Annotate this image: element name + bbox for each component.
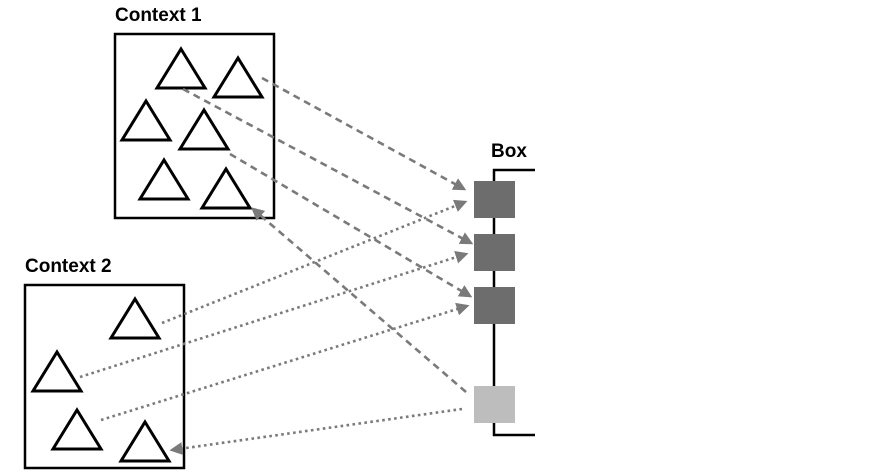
context1-arrows: [182, 76, 474, 393]
context2-group: Context 2: [23, 256, 186, 470]
context1-triangle-5: [137, 157, 191, 201]
box-slot-3: [474, 287, 515, 324]
context2-arrows: [79, 199, 470, 455]
box-slot-4: [474, 386, 515, 423]
box-label: Box: [491, 141, 527, 162]
context1-triangle-2: [211, 55, 265, 99]
box-group: Box: [474, 141, 535, 437]
context2-triangle-4: [118, 419, 172, 463]
arrow-c2-to-slot-1: [161, 199, 468, 325]
arrow-c2-to-slot-2: [79, 250, 469, 379]
context1-triangle-3: [119, 98, 173, 142]
arrow-slot-4-to-c2: [169, 407, 463, 455]
arrow-c1-to-slot-1: [261, 76, 467, 191]
context1-label: Context 1: [115, 5, 202, 26]
context2-triangle-2: [30, 349, 84, 393]
box-slot-2: [474, 234, 515, 271]
context2-label: Context 2: [25, 256, 112, 277]
context1-frame: [113, 32, 276, 220]
context2-frame: [23, 283, 186, 470]
context2-triangle-1: [108, 296, 162, 340]
context1-triangle-4: [177, 107, 231, 151]
arrow-slot-4-to-c1: [251, 207, 467, 393]
context1-group: Context 1: [113, 5, 276, 220]
context1-triangle-1: [154, 46, 208, 90]
arrow-c1-to-slot-3: [229, 152, 473, 298]
box-slot-1: [474, 181, 515, 218]
context2-triangle-3: [50, 407, 104, 451]
context1-triangle-6: [199, 166, 253, 210]
arrow-c1-to-slot-2: [182, 87, 474, 245]
arrow-c2-to-slot-3: [100, 302, 470, 422]
